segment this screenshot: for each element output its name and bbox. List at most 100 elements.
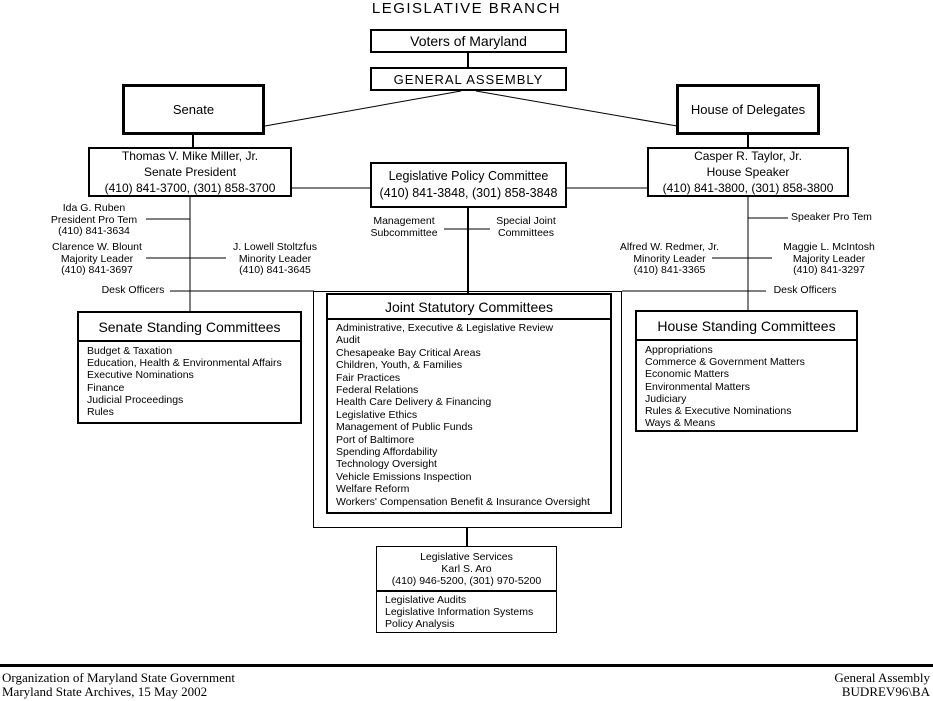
label-desk-officers-right: Desk Officers bbox=[773, 284, 837, 296]
house-speaker-line: (410) 841-3800, (301) 858-3800 bbox=[662, 181, 834, 195]
committee-item: Federal Relations bbox=[336, 384, 419, 397]
label-line: J. Lowell Stoltzfus bbox=[232, 241, 318, 253]
label-line: (410) 841-3297 bbox=[793, 264, 865, 277]
committee-item: Management of Public Funds bbox=[336, 421, 473, 434]
committee-item: Fair Practices bbox=[336, 371, 401, 384]
label-line: Subcommittee bbox=[370, 226, 438, 239]
legislative-services-header-line: (410) 946-5200, (301) 970-5200 bbox=[391, 575, 542, 587]
house-speaker-line: House Speaker bbox=[706, 165, 790, 179]
committee-item: Ways & Means bbox=[645, 417, 716, 430]
committee-item: Judiciary bbox=[645, 392, 687, 405]
house-standing-title: House Standing Committees bbox=[637, 312, 856, 341]
legislative-services-header-line: Legislative Services bbox=[420, 551, 513, 563]
committee-item: Children, Youth, & Families bbox=[336, 359, 463, 372]
label-line: President Pro Tem bbox=[50, 213, 138, 226]
label-line: Minority Leader bbox=[238, 252, 312, 265]
committee-item: Workers' Compensation Benefit & Insuranc… bbox=[336, 495, 590, 508]
label-speaker-pro-tem: Speaker Pro Tem bbox=[791, 211, 872, 223]
label-line: Clarence W. Blount bbox=[52, 241, 142, 253]
house-standing-committees-box: House Standing Committees Appropriations… bbox=[635, 310, 858, 432]
committee-item: Judicial Proceedings bbox=[87, 393, 184, 406]
committee-item: Rules bbox=[87, 406, 114, 419]
senate-standing-committees-box: Senate Standing Committees Budget & Taxa… bbox=[77, 311, 302, 424]
committee-item: Spending Affordability bbox=[336, 446, 438, 459]
footer-source: Organization of Maryland State Governmen… bbox=[2, 671, 235, 699]
committee-item: Economic Matters bbox=[645, 368, 730, 381]
committee-item: Chesapeake Bay Critical Areas bbox=[336, 346, 481, 359]
joint-statutory-committees-box: Joint Statutory Committees Administrativ… bbox=[326, 293, 612, 514]
page-title: LEGISLATIVE BRANCH bbox=[371, 0, 562, 17]
committee-item: Technology Oversight bbox=[336, 458, 437, 471]
policy-committee-line: Legislative Policy Committee bbox=[388, 169, 549, 183]
label-line: Majority Leader bbox=[60, 252, 134, 265]
committee-item: Port of Baltimore bbox=[336, 433, 415, 446]
policy-committee-line: (410) 841-3848, (301) 858-3848 bbox=[379, 186, 558, 200]
senate-standing-title: Senate Standing Committees bbox=[79, 313, 300, 342]
legislative-services-header-line: Karl S. Aro bbox=[441, 563, 492, 575]
senate-president-line: Senate President bbox=[143, 165, 237, 179]
label-line: (410) 841-3697 bbox=[61, 264, 133, 277]
senate-president-box: Thomas V. Mike Miller, Jr. Senate Preside… bbox=[88, 147, 292, 197]
footer-line: BUDREV96\BA bbox=[841, 684, 930, 699]
committee-item: Rules & Executive Nominations bbox=[645, 405, 792, 418]
committee-item: Legislative Ethics bbox=[336, 408, 418, 421]
house-speaker-box: Casper R. Taylor, Jr. House Speaker (410) … bbox=[647, 147, 849, 197]
joint-statutory-outer-box bbox=[313, 291, 622, 528]
footer-line: General Assembly bbox=[834, 670, 930, 685]
joint-statutory-title: Joint Statutory Committees bbox=[328, 295, 610, 320]
voters-box: Voters of Maryland bbox=[370, 29, 567, 53]
label-line: (410) 841-3645 bbox=[239, 264, 311, 277]
footer-line: Maryland State Archives, 15 May 2002 bbox=[2, 684, 208, 699]
committee-item: Audit bbox=[336, 334, 360, 347]
committee-item: Education, Health & Environmental Affair… bbox=[87, 357, 282, 370]
committee-item: Appropriations bbox=[645, 344, 713, 356]
label-line: Maggie L. McIntosh bbox=[783, 241, 875, 253]
senate-president-line: (410) 841-3700, (301) 858-3700 bbox=[104, 181, 276, 195]
committee-item: Executive Nominations bbox=[87, 369, 194, 382]
label-line: Management bbox=[373, 215, 435, 227]
general-assembly-box: GENERAL ASSEMBLY bbox=[370, 67, 567, 91]
committee-item: Finance bbox=[87, 381, 125, 394]
committee-item: Administrative, Executive & Legislative … bbox=[336, 322, 554, 334]
committee-item: Environmental Matters bbox=[645, 380, 751, 393]
service-item: Legislative Information Systems bbox=[385, 606, 534, 618]
service-item: Policy Analysis bbox=[385, 618, 455, 630]
label-line: Committees bbox=[497, 226, 554, 239]
service-item: Legislative Audits bbox=[385, 594, 467, 606]
label-desk-officers-left: Desk Officers bbox=[101, 284, 165, 296]
label-house-minority-leader: Alfred W. Redmer, Jr.Minority Leader(410… bbox=[612, 241, 727, 277]
label-line: Majority Leader bbox=[792, 252, 866, 265]
committee-item: Budget & Taxation bbox=[87, 345, 173, 357]
senate-box: Senate bbox=[122, 84, 265, 135]
label-line: Special Joint bbox=[496, 215, 556, 227]
label-line: (410) 841-3365 bbox=[633, 264, 706, 277]
joint-statutory-list: Administrative, Executive & Legislative … bbox=[328, 320, 610, 508]
senate-president-line: Thomas V. Mike Miller, Jr. bbox=[121, 149, 259, 163]
house-of-delegates-box: House of Delegates bbox=[676, 84, 820, 135]
label-line: Minority Leader bbox=[633, 252, 706, 265]
legislative-policy-committee-box: Legislative Policy Committee (410) 841-38… bbox=[370, 162, 567, 208]
committee-item: Welfare Reform bbox=[336, 483, 410, 496]
footer-line: Organization of Maryland State Governmen… bbox=[2, 670, 235, 685]
committee-item: Commerce & Government Matters bbox=[645, 356, 805, 369]
house-speaker-line: Casper R. Taylor, Jr. bbox=[694, 149, 802, 163]
label-line: Alfred W. Redmer, Jr. bbox=[619, 241, 720, 253]
label-line: (410) 841-3634 bbox=[58, 225, 130, 238]
committee-item: Health Care Delivery & Financing bbox=[336, 396, 492, 409]
committee-item: Vehicle Emissions Inspection bbox=[336, 470, 472, 483]
label-line: Ida G. Ruben bbox=[62, 202, 126, 214]
